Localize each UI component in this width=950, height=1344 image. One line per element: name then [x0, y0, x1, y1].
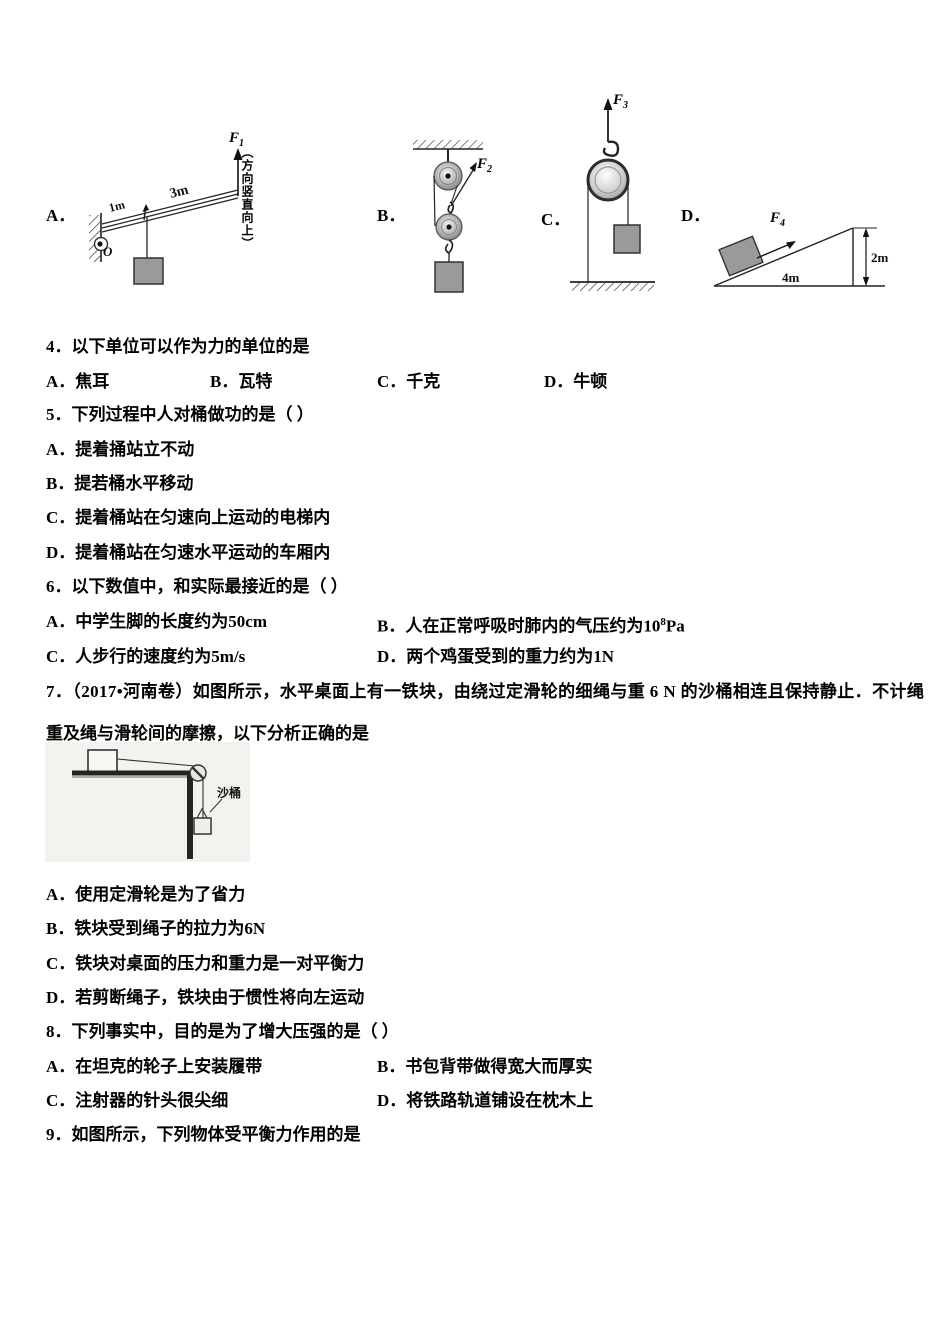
pivot-label: O [103, 244, 113, 259]
arm-short-label: 1m [107, 197, 126, 214]
force-f3-label: F3 [613, 92, 629, 112]
movable-pulley [435, 213, 463, 241]
q8-option-b: B．书包背带做得宽大而厚实 [377, 1057, 593, 1076]
inclined-plane-diagram: 4m 2m [713, 227, 889, 287]
q6-option-a: A．中学生脚的长度约为50cm [46, 612, 267, 631]
iron-block [87, 749, 118, 774]
hanging-weight [613, 224, 641, 254]
q8-option-d: D．将铁路轨道铺设在枕木上 [377, 1091, 594, 1110]
hanging-weight [133, 217, 164, 285]
table-pulley-diagram: 沙桶 [45, 742, 250, 862]
q5-option-a: A．提着捅站立不动 [46, 440, 195, 459]
lever-beam [101, 189, 239, 233]
q7-option-b: B．铁块受到绳子的拉力为6N [46, 919, 266, 938]
fixed-pulley [433, 161, 463, 191]
q5-stem: 5．下列过程中人对桶做功的是（ ） [46, 405, 314, 424]
figure-a-label: A． [46, 206, 76, 225]
q8-stem: 8．下列事实中，目的是为了增大压强的是（ ） [46, 1022, 399, 1041]
pulley-wheel [586, 158, 630, 202]
figure-c-label: C． [541, 210, 571, 229]
figure-d-label: D． [681, 206, 711, 225]
ground [570, 281, 655, 291]
hook-icon [602, 140, 620, 157]
movable-pulley-diagram [570, 98, 655, 291]
q7-stem-line1: 7．（2017•河南卷）如图所示，水平桌面上有一铁块，由绕过定滑轮的细绳与重 6… [46, 682, 925, 701]
rope-left [433, 175, 436, 227]
incline-triangle [713, 227, 885, 287]
label-leader-line [209, 798, 223, 813]
q6-option-d: D．两个鸡蛋受到的重力约为1N [377, 647, 615, 666]
base-length-label: 4m [782, 270, 800, 285]
q8-option-c: C．注射器的针头很尖细 [46, 1091, 229, 1110]
q7-option-c: C．铁块对桌面的压力和重力是一对平衡力 [46, 954, 365, 973]
sand-bucket [193, 807, 212, 835]
ceiling [413, 140, 483, 150]
q4-option-c: C．千克 [377, 372, 441, 391]
force-f4-arrow [756, 241, 796, 259]
force-f4-label: F4 [770, 210, 786, 230]
q6-option-b: B．人在正常呼吸时肺内的气压约为108Pa [377, 616, 685, 636]
table [72, 770, 194, 859]
q7-option-a: A．使用定滑轮是为了省力 [46, 885, 246, 904]
q4-option-b: B．瓦特 [210, 372, 273, 391]
corner-pulley [189, 764, 207, 782]
q4-option-a: A．焦耳 [46, 372, 110, 391]
q4-stem: 4．以下单位可以作为力的单位的是 [46, 337, 310, 356]
q5-option-c: C．提着桶站在匀速向上运动的电梯内 [46, 508, 331, 527]
force-f2-label: F2 [477, 156, 493, 176]
q7-stem-line2: 重及绳与滑轮间的摩擦，以下分析正确的是 [46, 724, 369, 743]
rope-horizontal [116, 758, 196, 767]
lever-diagram: 1m 3m O [89, 148, 243, 285]
pivot [93, 236, 109, 252]
force-f1-label: F1 [229, 130, 245, 150]
q6-option-c: C．人步行的速度约为5m/s [46, 647, 246, 666]
q6-stem: 6．以下数值中，和实际最接近的是（ ） [46, 577, 348, 596]
direction-note: （方向竖直向上） [240, 146, 254, 250]
lower-hook-icon [444, 239, 454, 255]
q4-option-d: D．牛顿 [544, 372, 608, 391]
block-on-incline [718, 235, 764, 277]
figure-b-label: B． [377, 206, 406, 225]
arm-long-label: 3m [168, 183, 190, 202]
upper-hook-icon [447, 201, 455, 215]
force-f3-arrow [603, 98, 613, 142]
rope-middle [450, 185, 458, 205]
hanging-weight [434, 252, 464, 293]
height-measure [862, 228, 870, 286]
q8-option-a: A．在坦克的轮子上安装履带 [46, 1057, 263, 1076]
force-f1-arrow [233, 148, 243, 196]
q9-stem: 9．如图所示，下列物体受平衡力作用的是 [46, 1125, 361, 1144]
q5-option-d: D．提着桶站在匀速水平运动的车厢内 [46, 543, 331, 562]
q5-option-b: B．提若桶水平移动 [46, 474, 194, 493]
q7-option-d: D．若剪断绳子，铁块由于惯性将向左运动 [46, 988, 365, 1007]
height-length-label: 2m [871, 250, 889, 265]
pulley-system-diagram [413, 140, 483, 293]
tick-arrowhead [142, 204, 149, 212]
force-f2-arrow [450, 162, 477, 207]
bucket-label: 沙桶 [217, 785, 241, 800]
